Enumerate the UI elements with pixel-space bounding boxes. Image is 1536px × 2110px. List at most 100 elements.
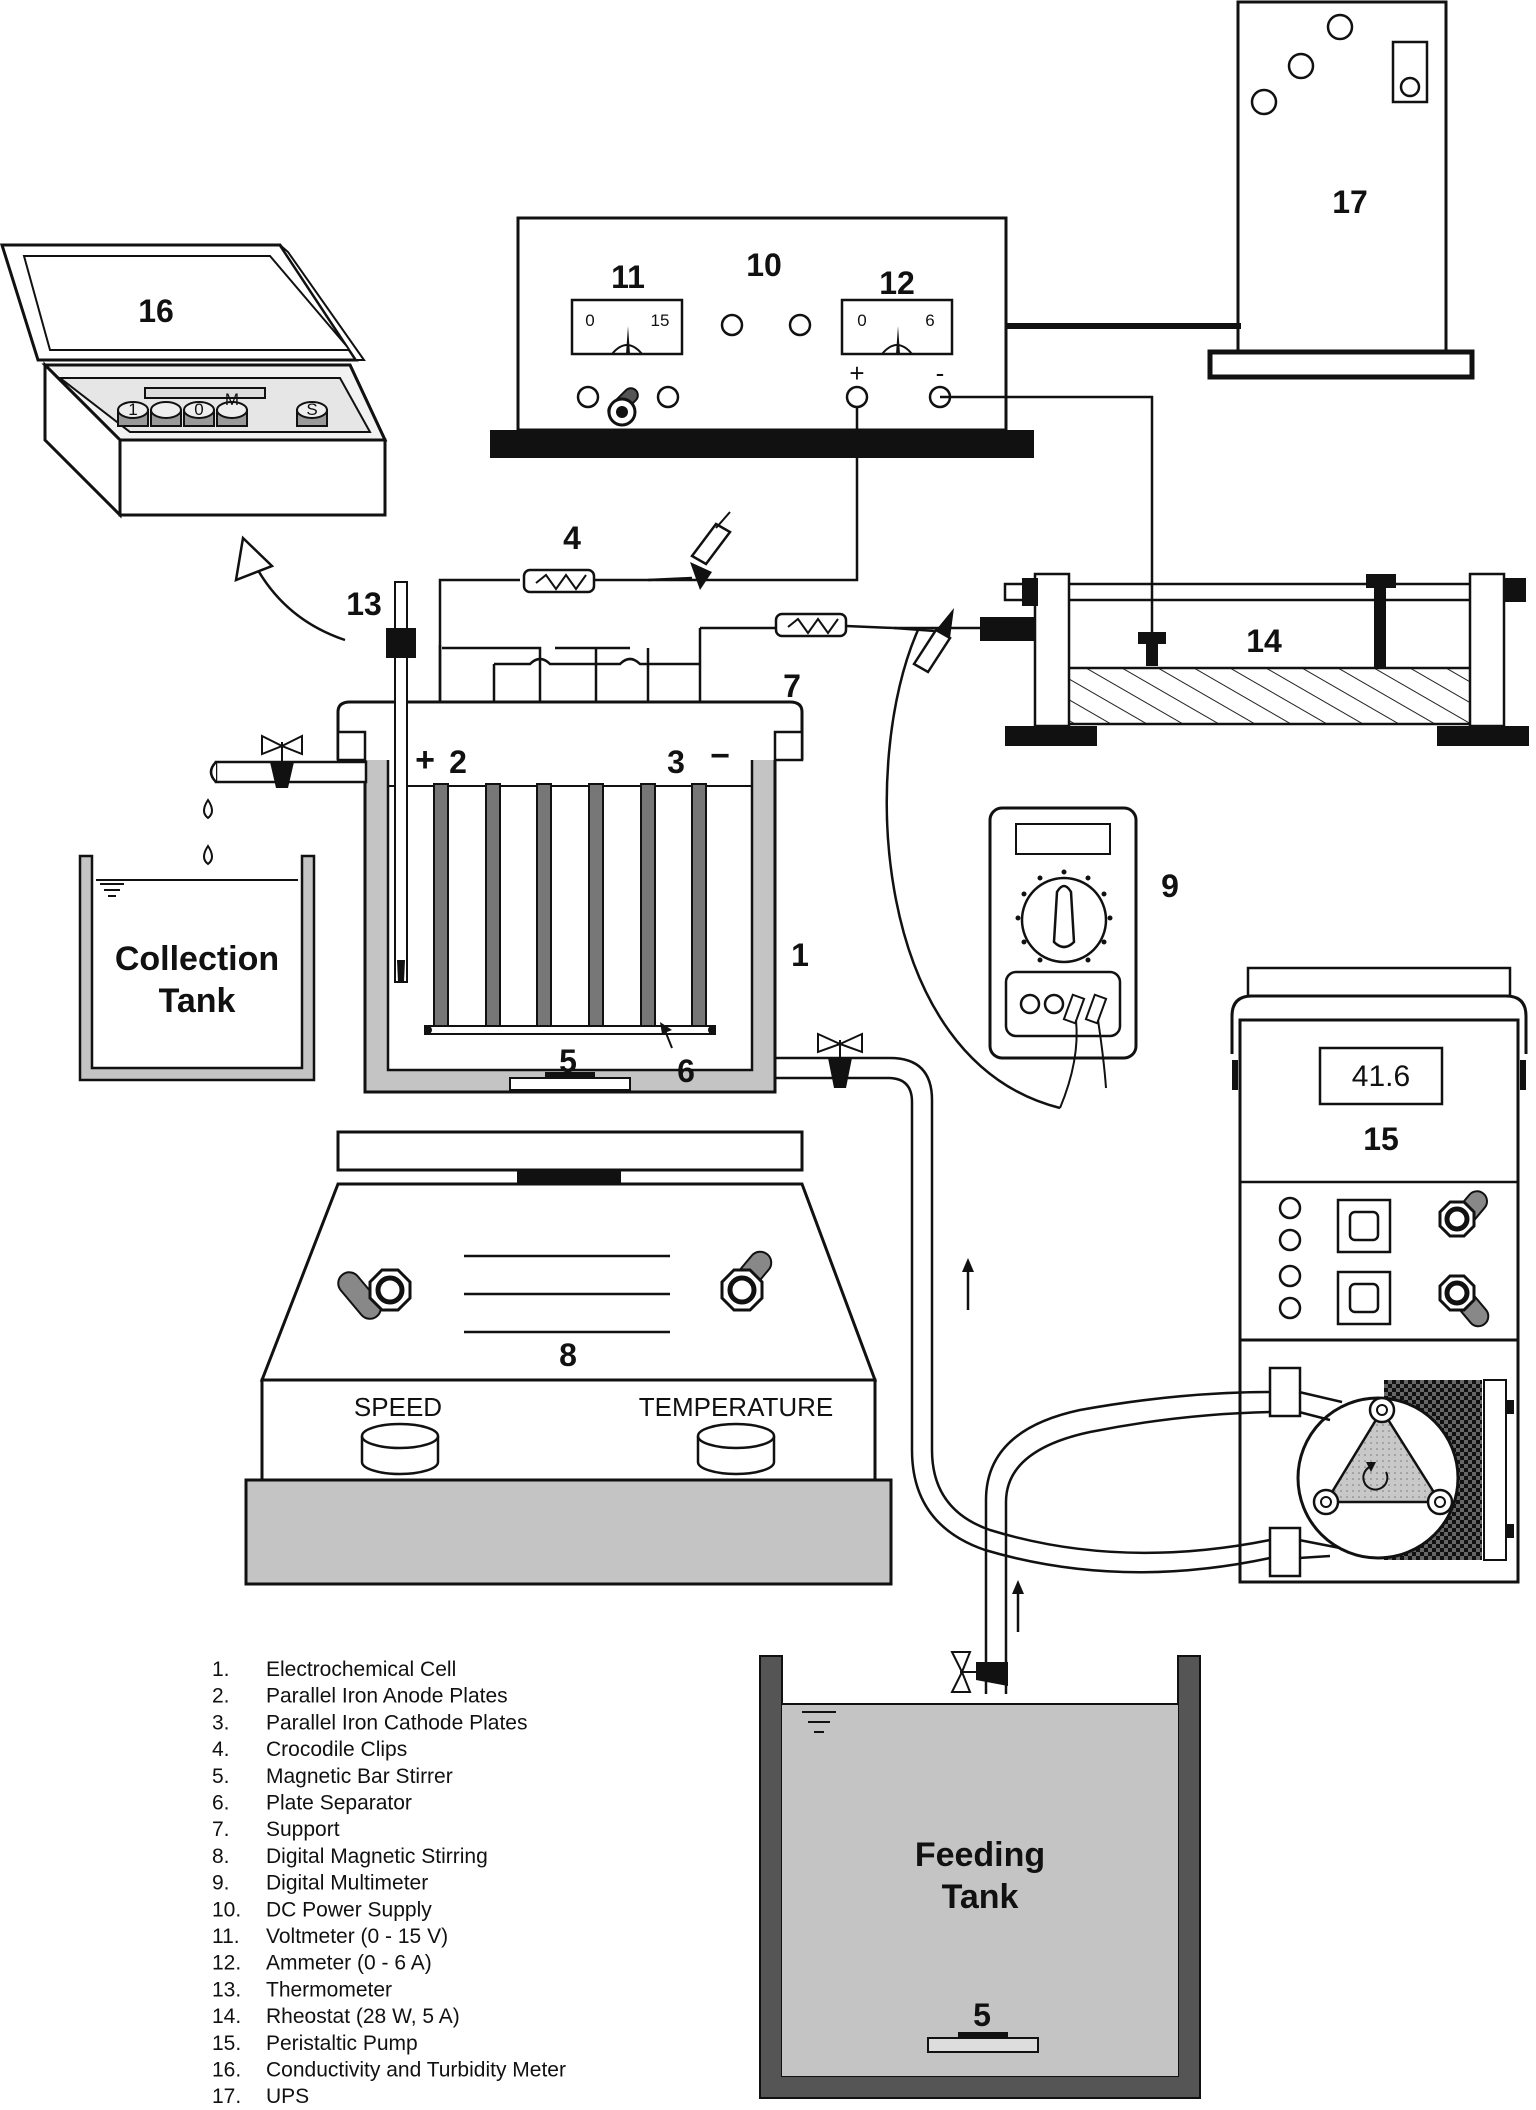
callout-9: 9 (1161, 868, 1179, 904)
legend-text: Magnetic Bar Stirrer (266, 1765, 453, 1788)
voltmeter-min: 0 (585, 311, 594, 330)
pump-display: 41.6 (1352, 1060, 1410, 1093)
legend-text: UPS (266, 2085, 309, 2105)
legend-text: Thermometer (266, 1978, 392, 2001)
magnetic-stirrer-bar (509, 1072, 631, 1091)
legend-number: 10. (212, 1898, 241, 1921)
knob-label: M (225, 390, 239, 409)
legend-number: 15. (212, 2032, 241, 2055)
legend-text: Parallel Iron Cathode Plates (266, 1711, 528, 1734)
callout-1: 1 (791, 937, 809, 973)
outlet-pipe (203, 734, 368, 866)
flow-arrows (962, 1258, 1024, 1632)
cathode-minus-label: − (710, 737, 730, 775)
legend-text: Support (266, 1818, 340, 1841)
temperature-switch (720, 1250, 773, 1312)
conductivity-turbidity-meter: 1 0 M S 16 (0, 243, 388, 519)
legend-text: Conductivity and Turbidity Meter (266, 2059, 566, 2082)
speed-label: SPEED (354, 1392, 442, 1422)
rheostat-slider (1366, 574, 1396, 668)
feeding-tank-valve (950, 1651, 1008, 1693)
legend-number: 2. (212, 1685, 230, 1708)
sample-transfer-arrow (253, 564, 346, 642)
crocodile-clip-cathode (774, 608, 954, 674)
thermometer (386, 581, 416, 983)
legend-number: 11. (212, 1925, 240, 1948)
callout-13: 13 (346, 586, 382, 622)
voltmeter-max: 15 (651, 311, 670, 330)
knob-label: 0 (194, 400, 203, 419)
callout-3: 3 (667, 744, 685, 780)
legend-text: Digital Multimeter (266, 1872, 428, 1895)
digital-multimeter: 9 (988, 806, 1179, 1109)
legend-number: 8. (212, 1845, 230, 1868)
supply-minus-label: - (936, 358, 945, 388)
temperature-label: TEMPERATURE (639, 1392, 834, 1422)
sample-transfer-arrowhead (234, 535, 275, 582)
callout-11: 11 (611, 259, 645, 295)
callout-12: 12 (879, 265, 915, 301)
callout-2: 2 (449, 744, 467, 780)
speed-switch (337, 1268, 412, 1320)
ammeter: 0 6 (840, 298, 954, 356)
speed-knob (360, 1422, 440, 1476)
legend-text: Voltmeter (0 - 15 V) (266, 1925, 448, 1948)
feeding-tank-label-line2: Tank (942, 1878, 1019, 1916)
legend-text: Ammeter (0 - 6 A) (266, 1952, 432, 1975)
callout-7: 7 (783, 668, 801, 704)
pump-switch-1 (1438, 1190, 1488, 1238)
legend-number: 14. (212, 2005, 241, 2028)
crocodile-clip-anode (522, 511, 732, 594)
legend-number: 4. (212, 1738, 230, 1761)
collection-tank-label-line1: Collection (115, 940, 279, 978)
callout-5: 5 (559, 1043, 577, 1079)
collection-tank-label-line2: Tank (159, 982, 236, 1020)
legend-text: Peristaltic Pump (266, 2032, 418, 2055)
dc-power-supply: 0 15 0 6 + - 11 10 12 (490, 216, 1034, 458)
legend-number: 16. (212, 2059, 241, 2082)
legend-text: Digital Magnetic Stirring (266, 1845, 488, 1868)
legend-text: Rheostat (28 W, 5 A) (266, 2005, 460, 2028)
legend-text: Crocodile Clips (266, 1738, 407, 1761)
knob-label: 1 (128, 400, 137, 419)
callout-15: 15 (1363, 1121, 1399, 1157)
legend-text: Parallel Iron Anode Plates (266, 1685, 508, 1708)
legend-number: 3. (212, 1711, 230, 1734)
legend-text: Electrochemical Cell (266, 1658, 456, 1681)
rheostat-contact (1138, 632, 1166, 666)
voltmeter: 0 15 (570, 298, 684, 356)
ammeter-max: 6 (925, 311, 934, 330)
power-switch (607, 387, 639, 427)
legend-number: 6. (212, 1792, 230, 1815)
peristaltic-pump: 41.6 (1230, 966, 1528, 1584)
electrochemical-cell: + − 2 3 5 6 7 1 13 (336, 581, 809, 1094)
legend-text: Plate Separator (266, 1792, 412, 1815)
callout-10: 10 (746, 247, 782, 283)
magnetic-stirring-plate: SPEED TEMPERATURE 8 (244, 1130, 893, 1586)
legend-number: 17. (212, 2085, 241, 2105)
callout-5-feeding: 5 (973, 1997, 991, 2033)
cathode-plates (588, 783, 707, 1035)
ups-cable (1006, 323, 1241, 329)
plate-separator (424, 1025, 716, 1035)
callout-14: 14 (1246, 623, 1282, 659)
feeding-tank-label-line1: Feeding (915, 1836, 1045, 1874)
ups: 17 (1207, 0, 1475, 380)
legend-number: 7. (212, 1818, 230, 1841)
anode-plus-label: + (415, 741, 435, 779)
meter-knobs: 1 0 M S (117, 390, 328, 427)
rheostat: 14 (980, 572, 1529, 746)
callout-16: 16 (138, 293, 174, 329)
legend-number: 12. (212, 1952, 241, 1975)
legend-number: 13. (212, 1978, 241, 2001)
supply-plus-label: + (849, 358, 864, 388)
pump-switch-2 (1438, 1274, 1490, 1328)
anode-plates (433, 783, 552, 1035)
tubing (776, 1056, 1343, 1694)
callout-17: 17 (1332, 184, 1368, 220)
feeding-tank: Feeding Tank 5 (759, 1655, 1201, 2099)
legend-number: 9. (212, 1872, 230, 1895)
